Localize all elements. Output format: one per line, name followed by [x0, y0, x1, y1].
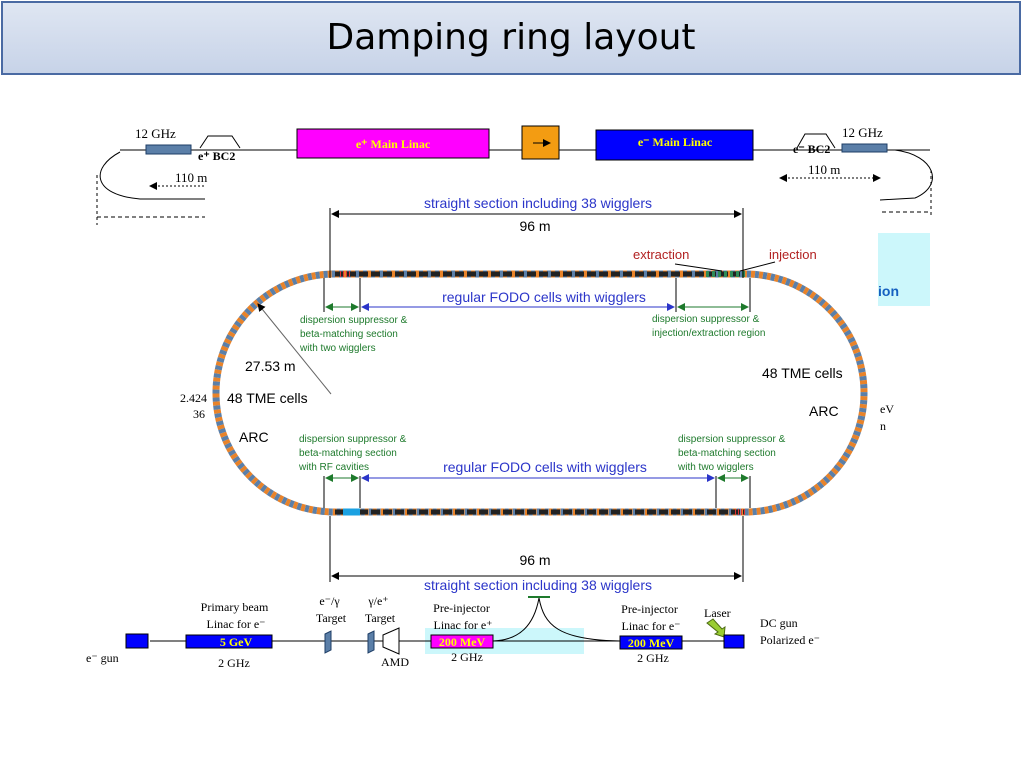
left-bc-cavity	[145, 144, 192, 155]
bottom-beamline: e⁻ gun Primary beam Linac for e⁻ 5 GeV 2…	[86, 594, 820, 670]
target2	[367, 630, 375, 654]
preinj-ele-line1: Pre-injector	[621, 602, 678, 616]
dc-gun-label: DC gun Polarized e⁻	[760, 616, 820, 647]
arc-right-label: ARC	[809, 403, 839, 419]
ds-bottom-left-line1: dispersion suppressor &	[299, 434, 407, 445]
ds-bottom-left-line2: beta-matching section	[299, 448, 397, 459]
damping-ring: straight section including 38 wigglers 9…	[209, 195, 878, 603]
dc-gun-line1: DC gun	[760, 616, 798, 630]
right-freq-label: 12 GHz	[842, 125, 883, 140]
preinj-pos-energy-label: 200 MeV	[439, 635, 486, 649]
radius-label: 27.53 m	[245, 358, 296, 374]
target2-label: γ/e⁺ Target	[365, 594, 396, 625]
preinj-pos-line1: Pre-injector	[433, 601, 490, 615]
fodo-top-label: regular FODO cells with wigglers	[442, 289, 646, 305]
left-length-label: 110 m	[175, 170, 207, 185]
target2-line1: γ/e⁺	[367, 594, 388, 608]
partial-left-1: 2.424	[180, 391, 207, 405]
ds-top-left-label: dispersion suppressor & beta-matching se…	[299, 315, 410, 354]
partial-right-2: n	[880, 419, 886, 433]
ds-bottom-right-label: dispersion suppressor & beta-matching se…	[677, 434, 788, 473]
top-beamline: 12 GHz e⁺ BC2 110 m e⁺ Main Linac e⁻ Mai…	[96, 125, 933, 225]
preinj-ele-line2: Linac for e⁻	[622, 619, 681, 633]
cyan-box-top-right	[876, 233, 930, 306]
partial-right-box-label: ion	[878, 283, 899, 299]
primary-energy-label: 5 GeV	[220, 635, 253, 649]
ds-bottom-left-label: dispersion suppressor & beta-matching se…	[298, 434, 409, 473]
ds-top-right-label: dispersion suppressor & injection/extrac…	[652, 314, 765, 339]
amd-device	[382, 627, 400, 655]
injection-label: injection	[769, 247, 817, 262]
target1-label: e⁻/γ Target	[316, 594, 347, 625]
preinj-pos-linac	[430, 634, 494, 649]
target1	[324, 630, 332, 654]
primary-linac	[185, 634, 273, 649]
ds-bottom-right-line2: beta-matching section	[678, 448, 776, 459]
arc-left-label: ARC	[239, 429, 269, 445]
tme-right-label: 48 TME cells	[762, 365, 843, 381]
preinj-pos-line2: Linac for e⁺	[434, 618, 493, 632]
ds-bottom-left-line3: with RF cavities	[298, 462, 369, 473]
straight-bottom-label: straight section including 38 wigglers	[424, 577, 652, 593]
preinj-ele-linac	[619, 635, 683, 650]
preinj-ele-label: Pre-injector Linac for e⁻	[621, 602, 681, 633]
dc-gun-box	[723, 634, 745, 649]
partial-right-1: eV	[880, 402, 894, 416]
ring-outline	[212, 270, 868, 516]
length-bottom-label: 96 m	[519, 552, 550, 568]
ds-bottom-right-line1: dispersion suppressor &	[678, 434, 786, 445]
right-length-label: 110 m	[808, 162, 840, 177]
tme-left-label: 48 TME cells	[227, 390, 308, 406]
preinj-pos-label: Pre-injector Linac for e⁺	[433, 601, 493, 632]
target1-line2: Target	[316, 611, 347, 625]
preinj-ele-energy-label: 200 MeV	[628, 636, 675, 650]
electron-main-linac	[595, 129, 754, 161]
ds-top-right-line1: dispersion suppressor &	[652, 314, 760, 325]
right-bc-cavity	[841, 143, 888, 153]
ds-top-left-line2: beta-matching section	[300, 329, 398, 340]
ds-top-left-line3: with two wigglers	[299, 343, 376, 354]
target2-line2: Target	[365, 611, 396, 625]
injection-arc	[492, 597, 621, 642]
extraction-label: extraction	[633, 247, 689, 262]
right-bc2-label: e⁻ BC2	[793, 142, 830, 156]
page-title: Damping ring layout	[326, 17, 696, 58]
e-gun-box	[125, 633, 149, 649]
left-bc2-label: e⁺ BC2	[198, 149, 235, 163]
primary-beam-line2: Linac for e⁻	[207, 617, 266, 631]
left-freq-label: 12 GHz	[135, 126, 176, 141]
ds-top-right-line2: injection/extraction region	[652, 328, 765, 339]
partial-left-2: 36	[193, 407, 205, 421]
radius-line	[257, 303, 332, 395]
positron-linac-label: e⁺ Main Linac	[356, 137, 431, 151]
preinj-pos-freq-label: 2 GHz	[451, 650, 483, 664]
e-gun-label: e⁻ gun	[86, 651, 119, 665]
preinj-ele-freq-label: 2 GHz	[637, 651, 669, 665]
primary-freq-label: 2 GHz	[218, 656, 250, 670]
electron-linac-label: e⁻ Main Linac	[638, 135, 713, 149]
primary-beam-label: Primary beam Linac for e⁻	[201, 600, 272, 631]
laser-arrow-icon	[706, 618, 726, 638]
laser-label: Laser	[704, 606, 731, 620]
amd-label: AMD	[381, 655, 409, 669]
ds-bottom-right-line3: with two wigglers	[677, 462, 754, 473]
ds-top-left-line1: dispersion suppressor &	[300, 315, 408, 326]
dc-gun-line2: Polarized e⁻	[760, 633, 820, 647]
straight-top-label: straight section including 38 wigglers	[424, 195, 652, 211]
title-bar: Damping ring layout	[1, 1, 1021, 75]
fodo-bottom-label: regular FODO cells with wigglers	[443, 459, 647, 475]
positron-main-linac	[296, 128, 490, 159]
primary-beam-line1: Primary beam	[201, 600, 269, 614]
target1-line1: e⁻/γ	[319, 594, 340, 608]
length-top-label: 96 m	[519, 218, 550, 234]
